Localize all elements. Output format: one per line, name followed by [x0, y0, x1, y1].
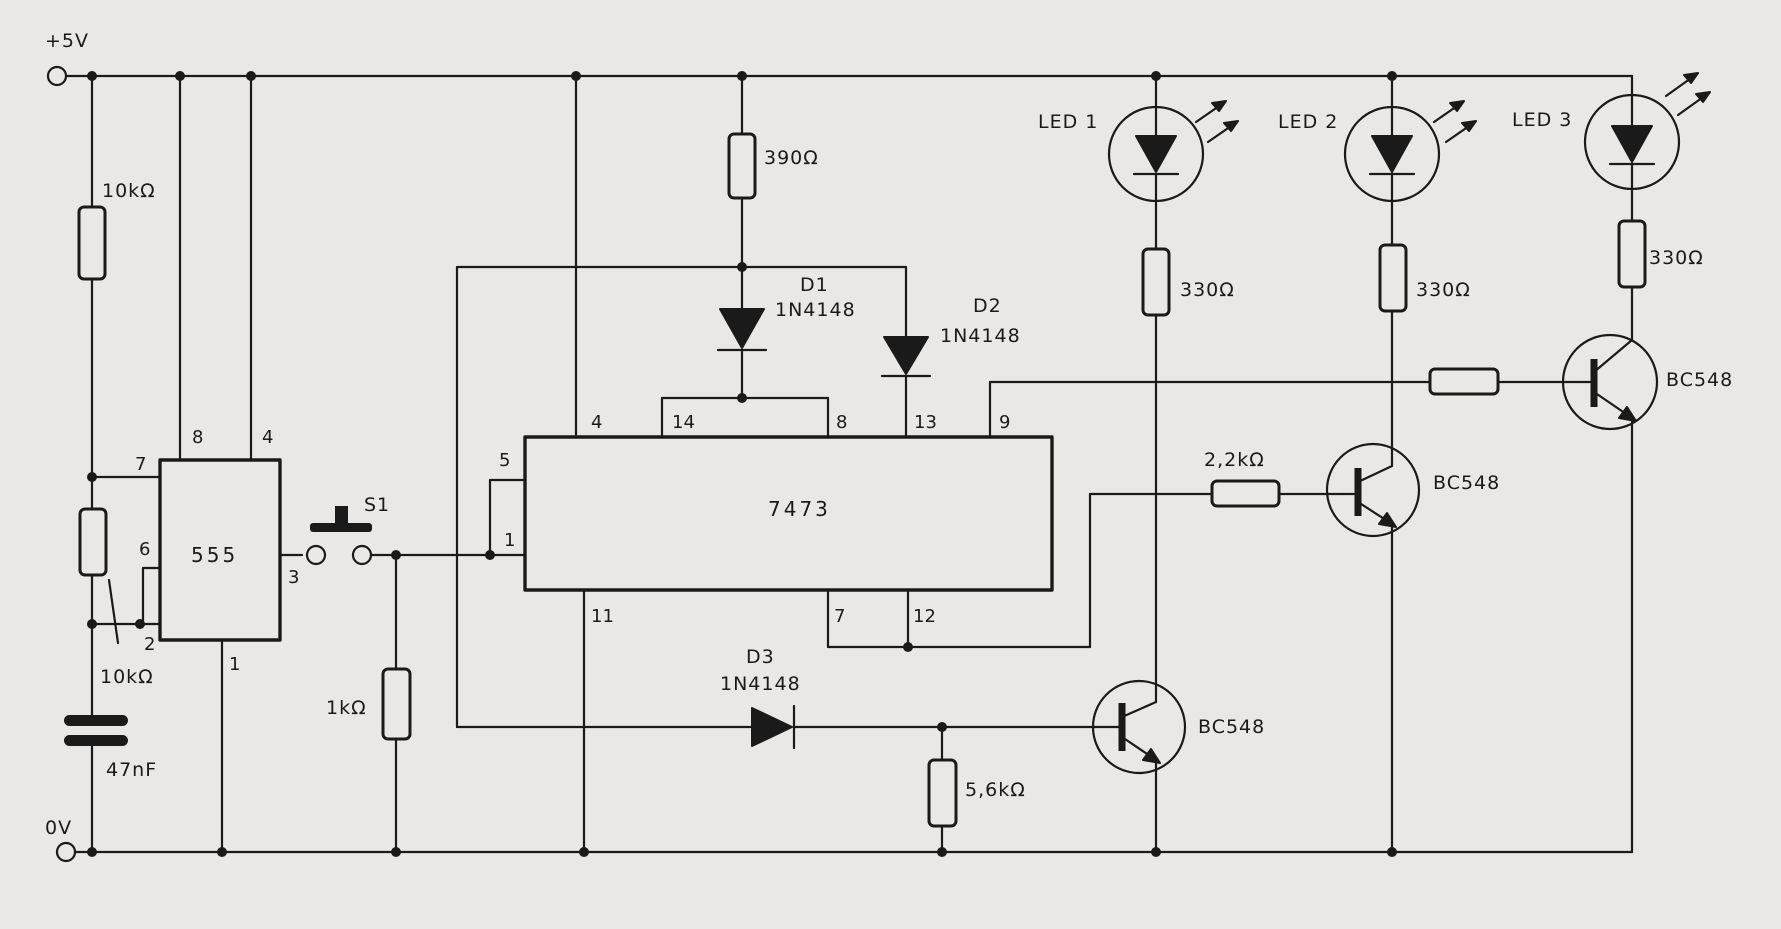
resistor-led3 — [1617, 219, 1647, 289]
label-led3: LED 3 — [1512, 109, 1572, 131]
label-r-led2: 330Ω — [1416, 279, 1471, 301]
resistor-led2 — [1378, 243, 1408, 313]
diode-d1: D1 1N4148 — [716, 274, 856, 403]
diode-network: 390Ω D1 1N4148 D2 1N4148 — [455, 71, 1021, 729]
label-d2-part: 1N4148 — [940, 325, 1021, 347]
label-q1: BC548 — [1198, 716, 1265, 738]
pin-7473-9: 9 — [999, 412, 1010, 433]
led1-light-arrows — [1194, 100, 1239, 144]
diode-d2: D2 1N4148 — [880, 295, 1021, 378]
label-q3: BC548 — [1666, 369, 1733, 391]
resistor-timing-bottom — [78, 507, 108, 577]
resistor-base3 — [1428, 367, 1500, 396]
pin-7473-11: 11 — [591, 606, 614, 627]
label-r-led3: 330Ω — [1649, 247, 1704, 269]
pin-555-3: 3 — [288, 567, 299, 588]
label-d3: D3 — [746, 646, 775, 668]
label-d1: D1 — [800, 274, 829, 296]
capacitor-47nf — [64, 715, 128, 746]
led2-light-arrows — [1432, 100, 1477, 144]
pin-555-4: 4 — [262, 427, 273, 448]
label-led2: LED 2 — [1278, 111, 1338, 133]
vcc-label: +5V — [45, 30, 89, 52]
pin-7473-7: 7 — [834, 606, 845, 627]
pin-7473-14: 14 — [672, 412, 695, 433]
timer-section: 10kΩ 10kΩ 47nF 555 8 4 7 6 2 1 3 — [64, 71, 304, 857]
label-r-switch: 1kΩ — [326, 697, 367, 719]
label-r-timing-bottom: 10kΩ — [100, 666, 154, 688]
pin-555-6: 6 — [139, 539, 150, 560]
led3-branch: LED 3 330Ω BC548 — [1428, 72, 1733, 854]
transistor-q2: BC548 — [1325, 442, 1500, 857]
pin-555-8: 8 — [192, 427, 203, 448]
resistor-390 — [727, 132, 757, 200]
ic-555-label: 555 — [191, 543, 238, 567]
pin-7473-4: 4 — [591, 412, 602, 433]
pin-555-2: 2 — [144, 634, 155, 655]
pin-7473-13: 13 — [914, 412, 937, 433]
resistor-5k6 — [927, 758, 958, 828]
vcc-rail: +5V — [45, 30, 1634, 87]
d3-section: D3 1N4148 5,6kΩ — [455, 646, 1097, 857]
resistor-2k2 — [1210, 479, 1281, 508]
resistor-led1 — [1141, 247, 1171, 317]
pin-555-7: 7 — [135, 454, 146, 475]
label-q2: BC548 — [1433, 472, 1500, 494]
label-d1-part: 1N4148 — [775, 299, 856, 321]
label-capacitor: 47nF — [106, 759, 157, 781]
resistor-timing-top — [77, 205, 107, 281]
label-led1: LED 1 — [1038, 111, 1098, 133]
ic-555 — [158, 458, 282, 642]
pin-7473-8: 8 — [836, 412, 847, 433]
transistor-q3: BC548 — [1561, 333, 1733, 854]
pin-7473-1: 1 — [504, 530, 515, 551]
led3-light-arrows — [1664, 72, 1711, 117]
label-r-base2: 2,2kΩ — [1204, 449, 1265, 471]
label-d3-part: 1N4148 — [720, 673, 801, 695]
ic-7473-label: 7473 — [768, 497, 831, 521]
pin-7473-5: 5 — [499, 450, 510, 471]
label-r-diode: 390Ω — [764, 147, 819, 169]
flipflop-section: 7473 5 1 4 11 14 8 13 9 7 12 — [485, 71, 1432, 857]
pin-7473-12: 12 — [913, 606, 936, 627]
label-r-timing-top: 10kΩ — [102, 180, 156, 202]
label-d2: D2 — [973, 295, 1002, 317]
led1-branch: LED 1 330Ω BC548 — [1038, 71, 1265, 857]
label-r-led1: 330Ω — [1180, 279, 1235, 301]
pin-555-1: 1 — [229, 654, 240, 675]
label-r-bleed: 5,6kΩ — [965, 779, 1026, 801]
resistor-1k — [381, 667, 412, 741]
ground-rail: 0V — [45, 817, 1634, 863]
led2-branch: LED 2 330Ω 2,2kΩ BC548 — [1204, 71, 1500, 857]
transistor-q1: BC548 — [1091, 679, 1265, 857]
switch-s1: S1 1kΩ — [305, 494, 492, 857]
gnd-label: 0V — [45, 817, 72, 839]
label-switch: S1 — [364, 494, 390, 516]
ic-7473 — [523, 435, 1054, 592]
